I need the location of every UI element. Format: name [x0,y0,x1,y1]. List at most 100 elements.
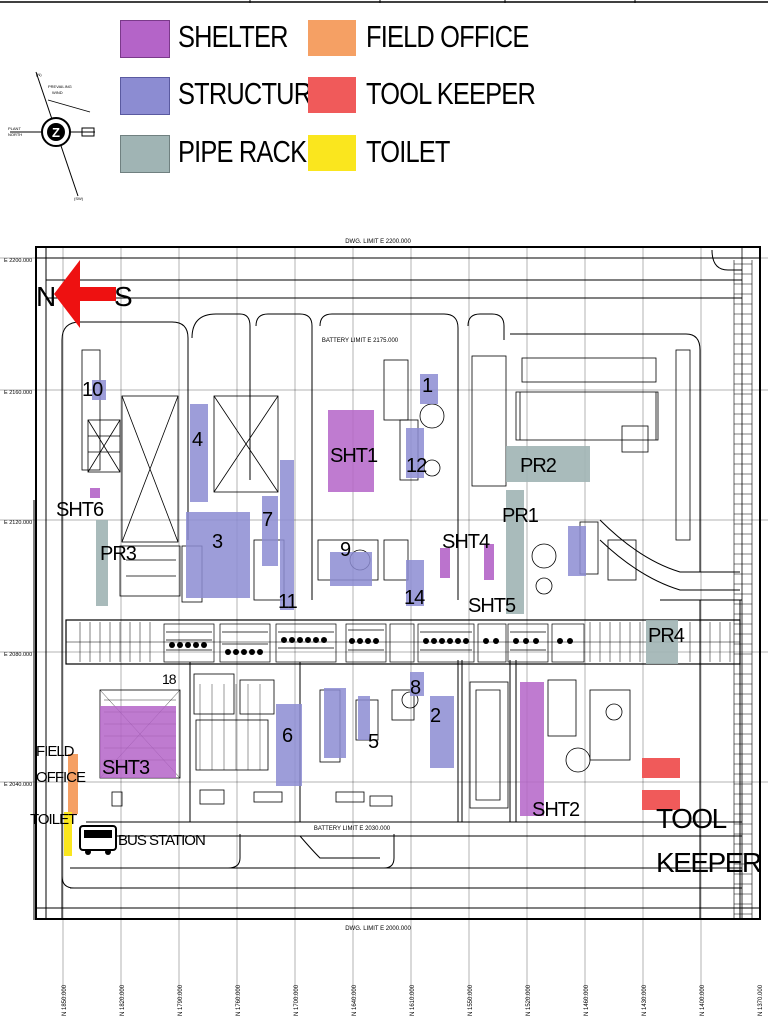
battery-limit-top: BATTERY LIMIT E 2175.000 [322,338,399,344]
shelter-sht3 [100,706,176,778]
label-pr1: PR1 [502,505,539,527]
label-structure-7: 7 [262,509,273,531]
pipe-rack-pr3 [96,520,108,606]
pipe-rack-pr4 [646,620,678,664]
shelter-sht4 [440,548,450,578]
legend-label-structure: STRUCTURE [178,76,328,111]
shelter-sht2 [520,682,544,816]
label-structure-6: 6 [282,725,293,747]
shelter-sht6 [90,488,100,498]
pipe-rack-pr1 [506,490,524,614]
n-label: N 1550.000 [468,984,474,1016]
label-structure-8: 8 [410,677,421,699]
label-field-office-2: OFFICE [36,769,86,786]
legend-label-toilet: TOILET [366,134,450,169]
svg-text:WIND: WIND [52,90,63,95]
label-sht3: SHT3 [102,757,150,779]
n-label: N 1400.000 [700,984,706,1016]
shelter-sht1 [328,410,374,492]
bus-icon [79,825,117,855]
structure-10 [92,380,106,400]
structure-7 [262,496,278,566]
label-structure-10: 10 [82,379,103,401]
label-toilet: TOILET [30,811,77,828]
structure-6 [276,704,302,786]
n-label: N 1460.000 [584,984,590,1016]
legend-label-tool-keeper: TOOL KEEPER [366,76,536,111]
dwg-limit-bottom: DWG. LIMIT E 2000.000 [345,926,411,932]
label-structure-3: 3 [212,531,223,553]
legend-label-field-office: FIELD OFFICE [366,19,529,54]
n-label: N 1700.000 [294,984,300,1016]
label-structure-4: 4 [192,429,203,451]
field-office-area [68,754,78,814]
svg-text:PREVAILING: PREVAILING [48,84,72,89]
label-pr3: PR3 [100,543,137,565]
compass-icon: Z (N) PREVAILING WIND PLANT NORTH (SW) [8,71,95,201]
label-sht6: SHT6 [56,499,104,521]
label-tool-keeper-2: KEEPER [656,847,761,878]
legend-label-pipe-rack: PIPE RACK [178,134,307,169]
shelters [90,410,544,816]
legend-swatch-tool-keeper [308,77,356,113]
svg-text:PLANT: PLANT [8,126,21,131]
label-sht1: SHT1 [330,445,378,467]
label-structure-1: 1 [422,375,433,397]
n-label: N 1370.000 [758,984,764,1016]
n-label: N 1820.000 [120,984,126,1016]
toilet-area [64,812,72,856]
pipe-rack-pr2 [506,446,590,482]
battery-limit-bottom: BATTERY LIMIT E 2030.000 [314,826,391,832]
svg-text:(SW): (SW) [74,196,84,201]
label-structure-14: 14 [404,587,425,609]
compass-letter: Z [52,125,60,140]
e-label: E 2040.000 [4,782,32,788]
north-label: N [36,281,56,312]
legend-swatch-shelter [120,20,170,58]
structure-8 [410,672,424,696]
label-pr4: PR4 [648,625,685,647]
n-label: N 1640.000 [352,984,358,1016]
legend-swatch-toilet [308,135,356,171]
structure-11 [280,460,294,610]
svg-text:NORTH: NORTH [8,132,22,137]
north-arrow-icon [54,260,116,328]
label-structure-9: 9 [340,539,351,561]
legend-label-shelter: SHELTER [178,19,288,54]
n-label: N 1610.000 [410,984,416,1016]
n-label: N 1790.000 [178,984,184,1016]
e-label: E 2200.000 [4,258,32,264]
south-label: S [114,281,133,312]
e-label: E 2160.000 [4,390,32,396]
tool-keeper-area-2 [642,790,680,810]
tool-keeper-area-1 [642,758,680,778]
label-structure-5: 5 [368,731,379,753]
label-structure-12: 12 [406,455,427,477]
label-sht2: SHT2 [532,799,580,821]
label-sht4: SHT4 [442,531,490,553]
shelter-sht5 [484,544,494,580]
label-pr2: PR2 [520,455,557,477]
label-structure-18: 18 [162,671,177,687]
label-structure-11: 11 [278,591,298,613]
label-structure-2: 2 [430,705,441,727]
structure-18-b [324,688,346,758]
svg-text:(N): (N) [36,72,42,77]
e-label: E 2080.000 [4,652,32,658]
legend-swatch-structure [120,77,170,115]
legend-swatch-pipe-rack [120,135,170,173]
structure-9 [330,552,372,586]
structures [92,374,586,786]
structure-pr1-right [568,526,586,576]
structure-1 [420,374,438,404]
n-label: N 1520.000 [526,984,532,1016]
n-label: N 1430.000 [642,984,648,1016]
structure-2 [430,696,454,768]
structure-5 [358,696,370,740]
legend-swatch-field-office [308,20,356,56]
label-sht5: SHT5 [468,595,516,617]
pipe-racks [96,446,678,664]
structure-3 [186,512,250,598]
structure-14 [406,560,424,606]
